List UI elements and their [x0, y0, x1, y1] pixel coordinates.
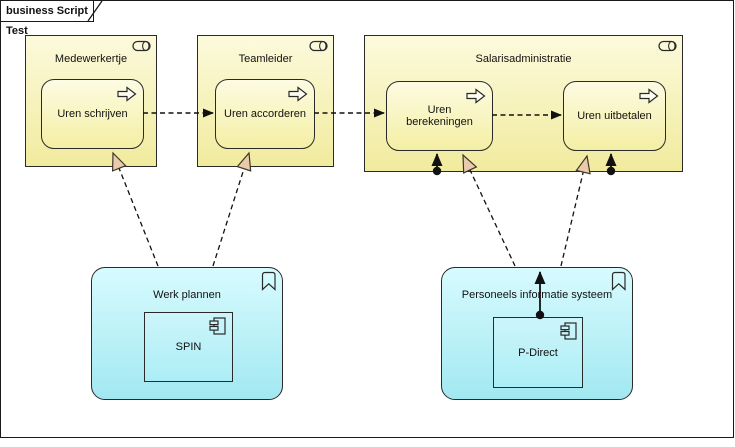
application-werk-plannen[interactable]: Werk plannen SPIN	[91, 267, 283, 400]
actor-salarisadministratie[interactable]: Salarisadministratie Uren berekeningen U…	[364, 35, 683, 172]
component-label: SPIN	[175, 341, 202, 353]
view-tab[interactable]: business Script Test	[0, 0, 94, 37]
component-p-direct[interactable]: P-Direct	[493, 317, 583, 388]
process-arrow-icon	[117, 86, 137, 102]
diagram-frame	[0, 0, 734, 438]
actor-teamleider[interactable]: Teamleider Uren accorderen	[197, 35, 334, 167]
process-arrow-icon	[639, 88, 659, 104]
process-label: Uren uitbetalen	[577, 110, 652, 122]
process-uren-berekeningen[interactable]: Uren berekeningen	[386, 81, 493, 151]
process-uren-uitbetalen[interactable]: Uren uitbetalen	[563, 81, 666, 151]
application-title: Personeels informatie systeem	[461, 289, 613, 301]
actor-medewerkertje[interactable]: Medewerkertje Uren schrijven	[25, 35, 157, 167]
component-spin[interactable]: SPIN	[144, 312, 233, 382]
component-icon	[560, 322, 577, 340]
role-cylinder-icon	[132, 40, 151, 52]
actor-title: Salarisadministratie	[475, 53, 572, 65]
process-label: Uren schrijven	[57, 108, 128, 120]
process-label: Uren accorderen	[224, 108, 306, 120]
process-uren-accorderen[interactable]: Uren accorderen	[215, 79, 315, 149]
process-label: Uren berekeningen	[406, 104, 473, 128]
bookmark-icon	[261, 271, 276, 291]
component-icon	[209, 317, 226, 335]
bookmark-icon	[611, 271, 626, 291]
process-uren-schrijven[interactable]: Uren schrijven	[41, 79, 144, 149]
role-cylinder-icon	[658, 40, 677, 52]
application-title: Werk plannen	[153, 289, 221, 301]
process-arrow-icon	[288, 86, 308, 102]
application-personeels-informatie-systeem[interactable]: Personeels informatie systeem P-Direct	[441, 267, 633, 400]
view-tab-label: business Script Test	[6, 5, 88, 37]
component-label: P-Direct	[518, 346, 558, 359]
process-arrow-icon	[466, 88, 486, 104]
role-cylinder-icon	[309, 40, 328, 52]
